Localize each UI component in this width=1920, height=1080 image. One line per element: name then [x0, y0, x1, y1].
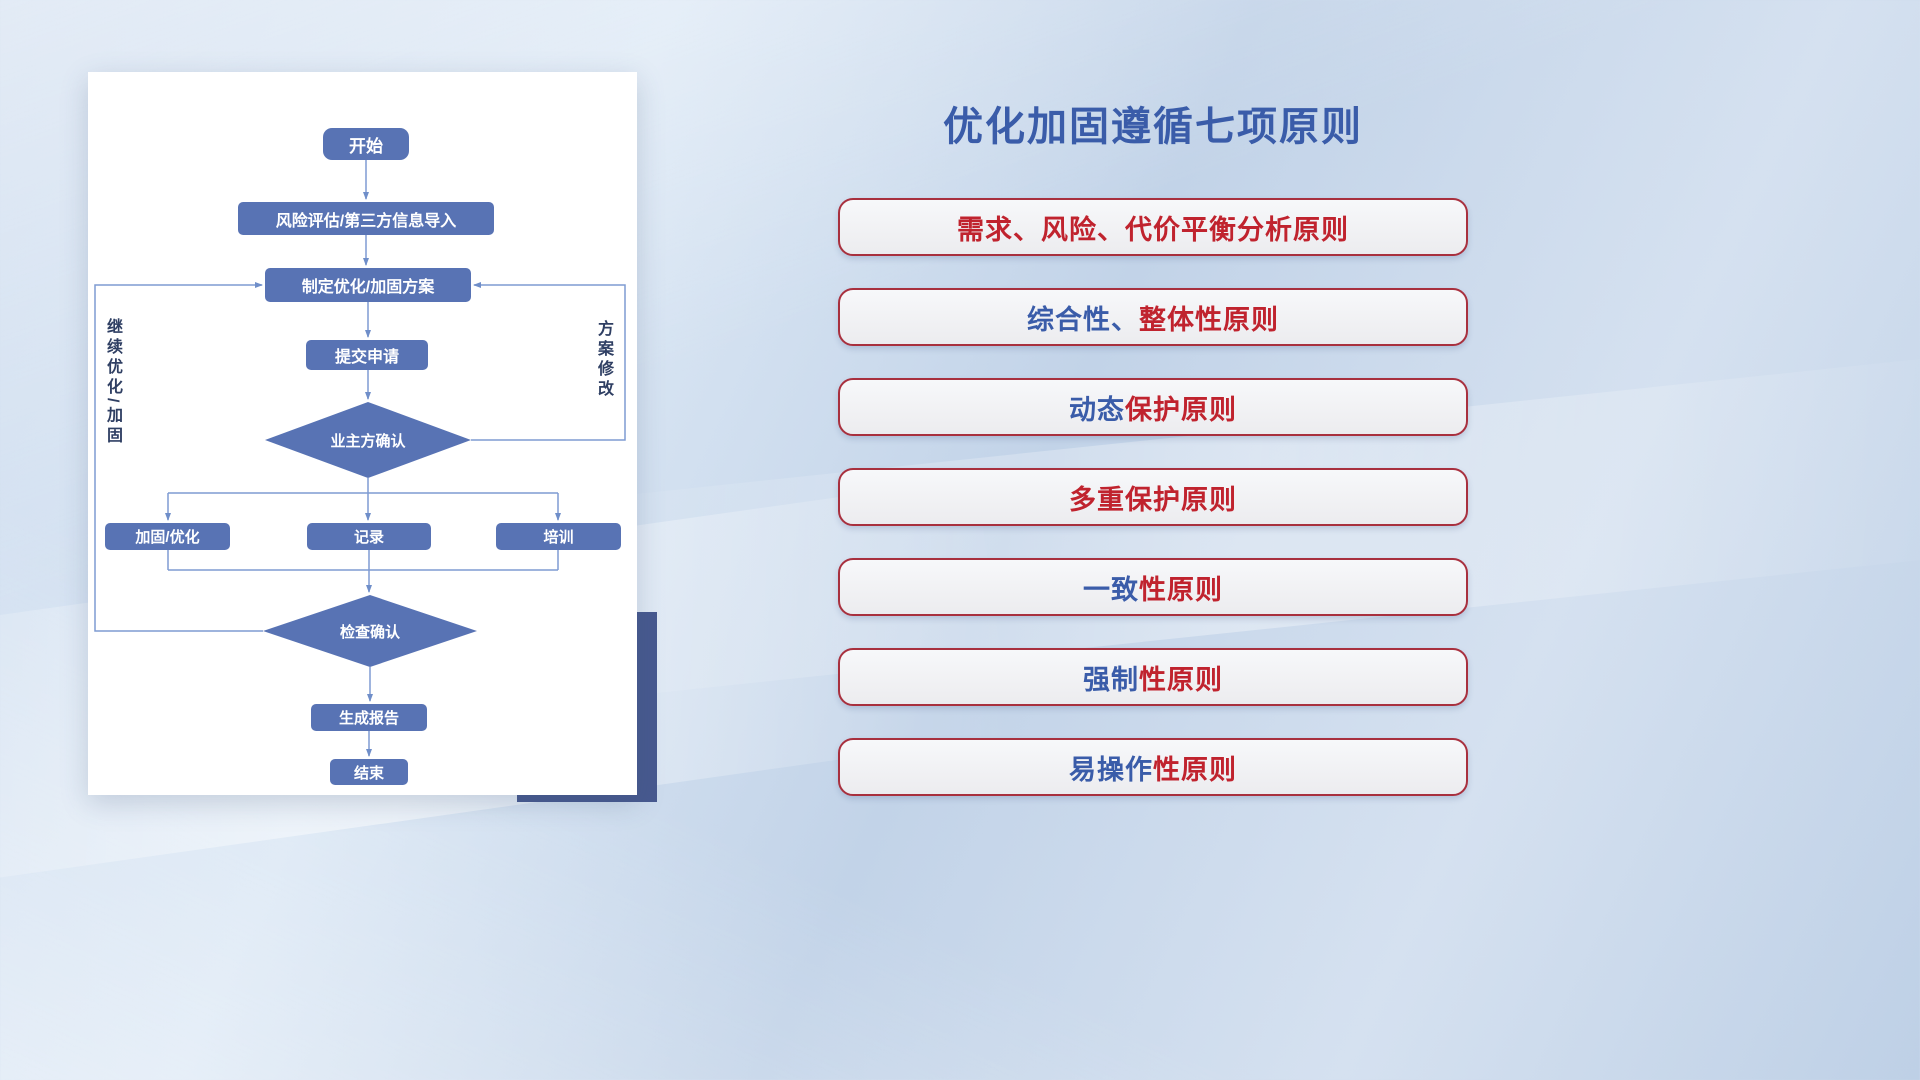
- principle-text: 性原则: [1153, 754, 1237, 785]
- principle-text: 综合性、: [1027, 304, 1139, 335]
- flow-node-risk-import: 风险评估/第三方信息导入: [238, 202, 494, 235]
- principle-row-2: 综合性、整体性原则: [838, 288, 1468, 346]
- principle-row-1: 需求、风险、代价平衡分析原则: [838, 198, 1468, 256]
- principle-text: 一致: [1083, 574, 1139, 605]
- principle-text: 多重保护原则: [1069, 484, 1237, 515]
- flowchart-card: 开始 风险评估/第三方信息导入 制定优化/加固方案 提交申请 业主方确认 加固/…: [88, 72, 637, 795]
- flow-node-make-plan: 制定优化/加固方案: [265, 268, 471, 302]
- principle-row-4: 多重保护原则: [838, 468, 1468, 526]
- principles-panel: 优化加固遵循七项原则 需求、风险、代价平衡分析原则综合性、整体性原则动态保护原则…: [838, 0, 1468, 1080]
- principle-text: 需求、风险、代价平衡分析原则: [957, 214, 1349, 245]
- principle-text: 整体性原则: [1139, 304, 1279, 335]
- principle-row-6: 强制性原则: [838, 648, 1468, 706]
- flow-node-end: 结束: [330, 759, 408, 785]
- flow-node-record: 记录: [307, 523, 431, 550]
- principle-text: 动态: [1069, 394, 1125, 425]
- flow-node-training: 培训: [496, 523, 621, 550]
- flowchart-connectors: [94, 160, 626, 757]
- principle-text: 强制: [1083, 664, 1139, 695]
- flow-node-submit-request: 提交申请: [306, 340, 428, 370]
- flow-node-reinforce-optimize: 加固/优化: [105, 523, 230, 550]
- loop-label-continue-optimize: 继续优化/加固: [104, 318, 121, 447]
- principle-row-7: 易操作性原则: [838, 738, 1468, 796]
- principle-text: 性原则: [1139, 574, 1223, 605]
- principles-list: 需求、风险、代价平衡分析原则综合性、整体性原则动态保护原则多重保护原则一致性原则…: [838, 198, 1468, 796]
- principle-text: 性原则: [1139, 664, 1223, 695]
- flow-node-start: 开始: [323, 128, 409, 160]
- principle-text: 保护原则: [1125, 394, 1237, 425]
- page-title: 优化加固遵循七项原则: [943, 105, 1363, 149]
- principle-row-3: 动态保护原则: [838, 378, 1468, 436]
- principle-row-5: 一致性原则: [838, 558, 1468, 616]
- principle-text: 易操作: [1069, 754, 1153, 785]
- loop-label-plan-modify: 方案修改: [595, 320, 612, 400]
- flow-node-generate-report: 生成报告: [311, 704, 427, 731]
